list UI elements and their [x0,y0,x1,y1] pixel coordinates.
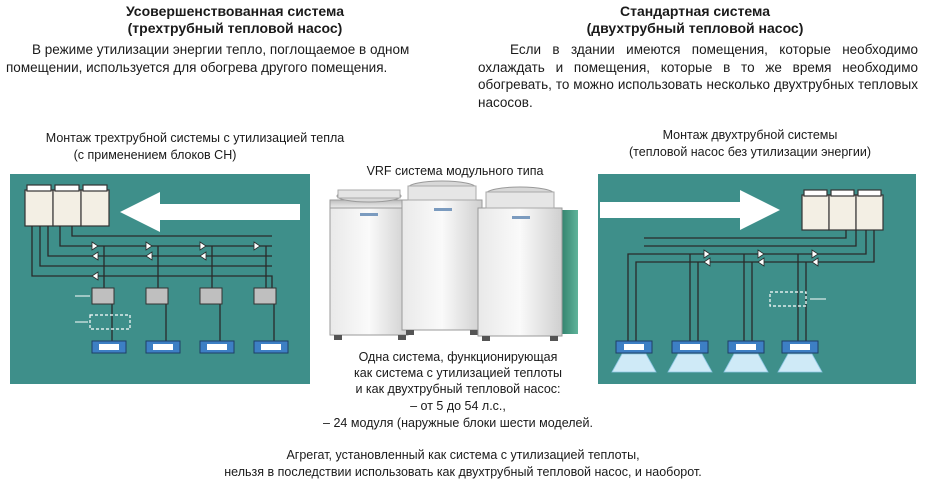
right-indoor-units [611,340,823,373]
left-subtitle: (трехтрубный тепловой насос) [127,20,343,36]
left-title: Усовершенствованная система [125,3,344,19]
vrf-module-2 [401,180,483,335]
right-subtitle: (двухтрубный тепловой насос) [586,20,804,36]
left-description: В режиме утилизации энергии тепло, погло… [6,42,410,75]
vrf-modules [329,180,578,341]
center-bullet-2: – 24 модуля (наружные блоки шести моделе… [323,416,593,430]
right-outdoor-modules [801,189,884,231]
vrf-module-3 [477,186,578,341]
ch-boxes [91,287,277,305]
left-outdoor-modules [24,184,110,227]
footer-line-1: Агрегат, установленный как система с ути… [286,448,640,462]
right-description: Если в здании имеются помещения, которые… [478,42,918,110]
footer-line-2: нельзя в последствии использовать как дв… [224,465,702,479]
center-desc-2: как система с утилизацией теплоты [354,366,562,380]
right-piping [627,230,875,342]
center-bullet-1: – от 5 до 54 л.с., [410,399,506,413]
right-flow-arrows [703,249,819,267]
vrf-module-1 [329,189,409,340]
center-desc-3: и как двухтрубный тепловой насос: [355,382,561,396]
center-desc-1: Одна система, функционирующая [358,350,558,364]
left-caption-line1: Монтаж трехтрубной системы с утилизацией… [45,131,345,145]
right-dashed-box [769,291,807,307]
left-arrow [120,192,300,232]
left-caption-line2: (с применением блоков CH) [73,148,237,162]
left-dashed-box [89,314,131,330]
right-caption-line2: (тепловой насос без утилизации энергии) [629,145,871,159]
right-arrow [600,190,780,230]
left-flow-arrows [91,241,261,281]
vrf-label: VRF система модульного типа [366,164,544,178]
right-title: Стандартная система [619,3,770,19]
right-caption-line1: Монтаж двухтрубной системы [662,128,838,142]
